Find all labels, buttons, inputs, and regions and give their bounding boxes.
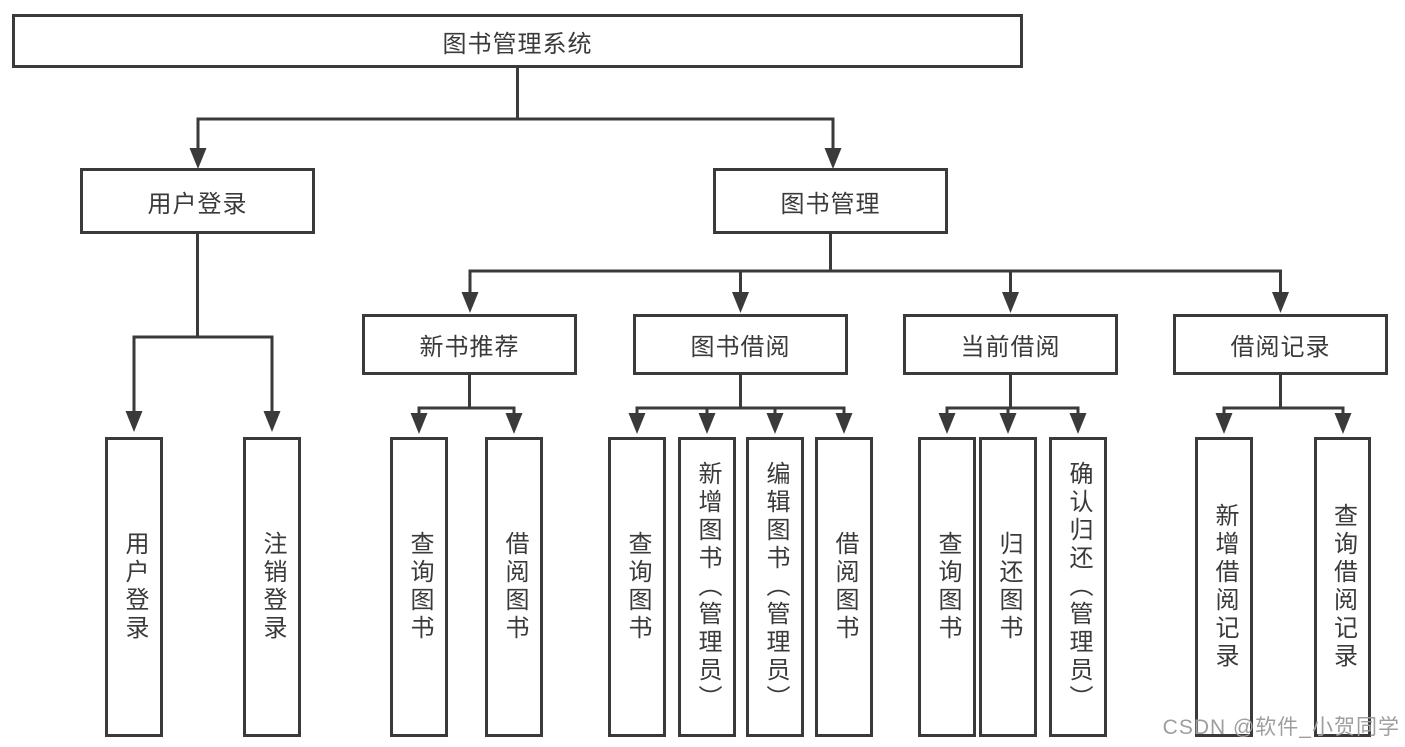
node-label: 确认归还（管理员）	[1065, 461, 1092, 713]
node-book-borrowing: 图书借阅	[633, 314, 848, 375]
node-library-management-system: 图书管理系统	[12, 14, 1023, 68]
connector-user-login-children	[125, 233, 281, 432]
leaf-user-login: 用户登录	[105, 437, 163, 737]
node-label: 查询图书	[934, 531, 961, 643]
leaf-add-book-admin: 新增图书（管理员）	[678, 437, 736, 737]
leaf-edit-book-admin: 编辑图书（管理员）	[746, 437, 804, 737]
leaf-query-books-recommend: 查询图书	[390, 437, 448, 737]
connector-book-management-children	[461, 233, 1289, 313]
node-label: 新增借阅记录	[1211, 503, 1238, 671]
node-label: 图书管理	[780, 190, 881, 218]
node-label: 查询图书	[624, 531, 651, 643]
node-label: 编辑图书（管理员）	[762, 461, 789, 713]
node-label: 当前借阅	[960, 334, 1061, 361]
node-book-management: 图书管理	[713, 168, 948, 234]
node-borrowing-records: 借阅记录	[1173, 314, 1388, 375]
csdn-watermark: CSDN @软件_小贺同学	[1162, 716, 1400, 739]
leaf-add-borrow-record: 新增借阅记录	[1195, 437, 1253, 737]
leaf-borrow-books: 借阅图书	[815, 437, 873, 737]
leaf-return-books: 归还图书	[979, 437, 1037, 737]
node-label: 归还图书	[995, 531, 1022, 643]
node-label: 借阅图书	[831, 531, 858, 643]
leaf-query-books-current: 查询图书	[918, 437, 976, 737]
connector-new-book-recommend-children	[410, 374, 523, 434]
leaf-confirm-return-admin: 确认归还（管理员）	[1049, 437, 1107, 737]
leaf-query-books-borrowing: 查询图书	[608, 437, 666, 737]
node-label: 图书借阅	[690, 334, 791, 361]
node-label: 用户登录	[121, 531, 148, 643]
node-label: 注销登录	[259, 531, 286, 643]
node-label: 借阅图书	[501, 531, 528, 643]
node-label: 用户登录	[147, 190, 248, 218]
connector-book-borrowing-children	[628, 374, 853, 434]
node-new-book-recommend: 新书推荐	[362, 314, 577, 375]
node-label: 借阅记录	[1230, 334, 1331, 361]
node-label: 查询图书	[406, 531, 433, 643]
node-label: 图书管理系统	[442, 30, 593, 58]
leaf-logout: 注销登录	[243, 437, 301, 737]
node-label: 查询借阅记录	[1329, 503, 1357, 671]
node-user-login: 用户登录	[80, 168, 315, 234]
connector-current-borrowing-children	[938, 374, 1087, 434]
node-current-borrowing: 当前借阅	[903, 314, 1118, 375]
leaf-borrow-books-recommend: 借阅图书	[485, 437, 543, 737]
leaf-query-borrow-record: 查询借阅记录	[1314, 437, 1371, 737]
connector-borrowing-records-children	[1215, 374, 1352, 434]
connector-root-to-level1	[189, 67, 842, 169]
node-label: 新书推荐	[419, 334, 520, 361]
node-label: 新增图书（管理员）	[694, 461, 721, 713]
